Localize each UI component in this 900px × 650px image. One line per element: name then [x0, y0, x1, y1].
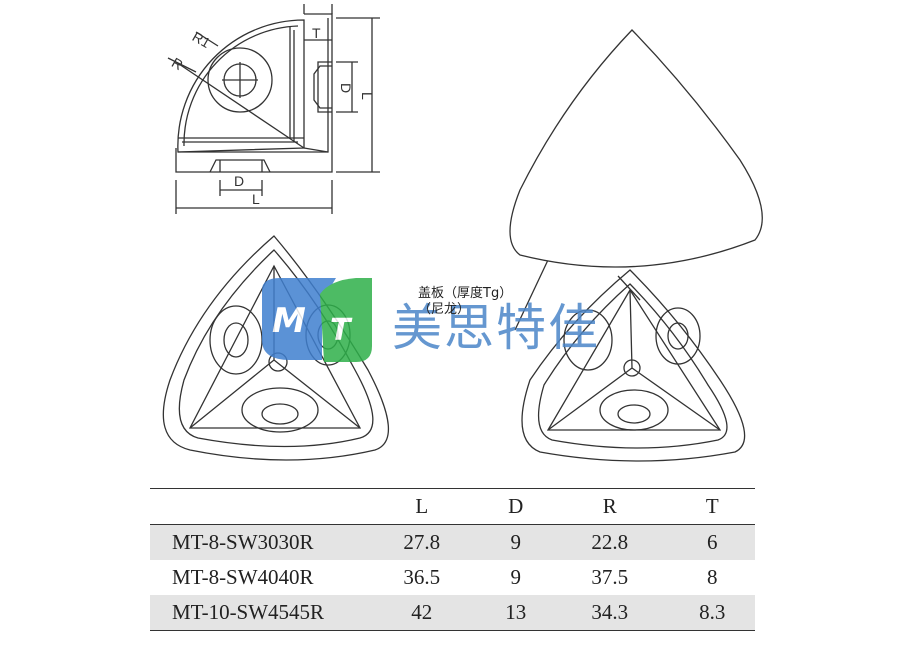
dim-r1-label: R1 — [190, 28, 214, 51]
cell-r: 22.8 — [591, 530, 629, 554]
table-row: MT-8-SW3030R 27.8 9 22.8 6 — [150, 524, 755, 560]
header-model — [150, 489, 362, 525]
dim-t-label: T — [312, 25, 321, 41]
cell-r: 34.3 — [591, 600, 629, 624]
table-row: MT-8-SW4040R 36.5 9 37.5 8 — [150, 560, 755, 595]
cell-l: 27.8 — [403, 530, 441, 554]
callout-line-2: （尼龙） — [418, 302, 471, 317]
cell-d: 9 — [510, 565, 522, 589]
callout-line-1: 盖板（厚度Tg） — [418, 286, 513, 301]
dim-d-side-label: D — [338, 83, 354, 93]
logo-letter-t: T — [330, 313, 353, 348]
cell-d: 9 — [510, 530, 522, 554]
cover-plate-drawing — [509, 29, 763, 268]
brand-watermark-text: 美思特佳 — [392, 299, 600, 357]
cell-model: MT-8-SW3030R — [172, 530, 314, 554]
cell-t: 8 — [707, 565, 718, 589]
spec-table: L D R T MT-8-SW3030R 27.8 9 22.8 6 MT-8-… — [150, 488, 755, 631]
cell-l: 42 — [411, 600, 433, 624]
logo-letter-m: M — [272, 301, 306, 341]
cell-t: 8.3 — [699, 600, 726, 624]
cell-r: 37.5 — [591, 565, 629, 589]
header-t: T — [705, 494, 719, 518]
header-r: R — [602, 494, 617, 518]
header-l: L — [415, 494, 429, 518]
iso-view-right — [514, 259, 746, 462]
cell-d: 13 — [505, 600, 527, 624]
watermark-logo: M T — [262, 278, 372, 362]
cell-l: 36.5 — [403, 565, 441, 589]
dim-d-bottom-label: D — [234, 173, 244, 189]
cell-t: 6 — [707, 530, 718, 554]
cover-plate-callout: 盖板（厚度Tg） （尼龙） — [418, 286, 512, 318]
table-header-row: L D R T — [150, 488, 755, 525]
dim-r-label: R — [169, 54, 186, 73]
top-view-drawing — [167, 4, 380, 214]
dim-l-side-label: L — [359, 92, 375, 100]
header-d: D — [508, 494, 524, 518]
dim-l-bottom-label: L — [252, 191, 260, 207]
cell-model: MT-10-SW4545R — [172, 600, 325, 624]
cell-model: MT-8-SW4040R — [172, 565, 314, 589]
table-row: MT-10-SW4545R 42 13 34.3 8.3 — [150, 595, 755, 631]
